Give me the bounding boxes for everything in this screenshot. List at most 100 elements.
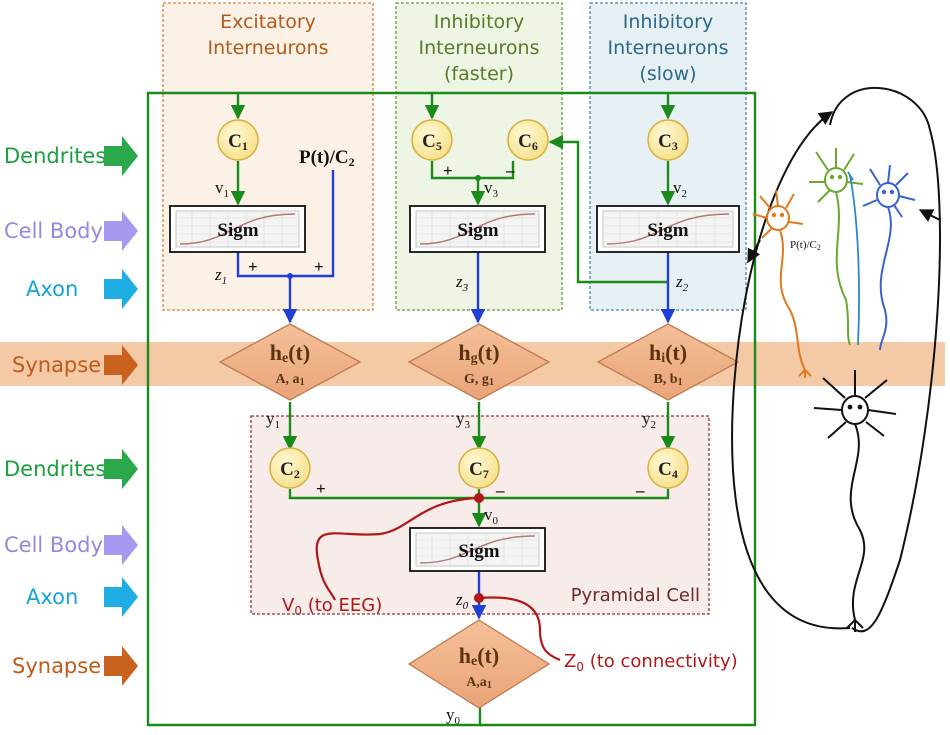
inhibitory-slow-title-2: Interneurons [608,37,729,59]
sign-plus-c5: + [443,161,453,180]
node-c4: C4 [647,447,689,489]
inhibitory-fast-title-3: (faster) [444,63,514,85]
z0-tap-point [474,593,484,603]
left-label-synapse-bottom: Synapse [12,646,138,686]
svg-text:A, a1: A, a1 [275,372,304,388]
v0-eeg-label: V0 (to EEG) [282,595,382,618]
svg-text:A,a1: A,a1 [466,675,492,691]
synapse-diamond-hi: hi(t) B, b1 [596,323,740,401]
svg-text:Dendrites: Dendrites [4,457,106,481]
node-c2: C2 [269,447,311,489]
pyramidal-neuron [813,370,897,632]
var-v1: v1 [215,178,229,200]
svg-text:Sigm: Sigm [647,220,688,241]
var-y1: y1 [266,409,280,431]
sigm-box-inhibitory-fast: Sigm [409,205,546,253]
left-label-cell-body-bottom: Cell Body [4,525,138,565]
svg-text:Cell Body: Cell Body [4,219,103,243]
left-label-axon-bottom: Axon [26,577,138,617]
var-z2: z2 [675,272,689,294]
svg-text:hg(t): hg(t) [458,340,499,366]
svg-text:he(t): he(t) [270,340,310,366]
svg-text:Dendrites: Dendrites [4,144,106,168]
sigm-box-inhibitory-slow: Sigm [596,205,740,253]
left-label-cell-body-top: Cell Body [4,211,138,251]
var-y3: y3 [456,409,471,431]
z0-conn-label: Z0 (to connectivity) [564,651,738,674]
svg-text:C4: C4 [658,459,678,481]
inhibitory-fast-title-1: Inhibitory [434,11,524,33]
var-y0: y0 [446,705,461,727]
var-v2: v2 [673,178,687,200]
inhibitory-slow-title-1: Inhibitory [623,11,713,33]
line-z2-to-c6 [548,134,668,284]
line-c5-merge [430,161,515,180]
left-label-dendrites-top: Dendrites [4,136,138,176]
sign-plus-input: + [314,257,324,276]
svg-text:Synapse: Synapse [12,353,101,377]
sigm-box-pyramidal: Sigm [409,527,546,572]
neuron-feedback-loop-right [851,129,941,633]
svg-text:C5: C5 [422,131,442,153]
inhibitory-slow-title-3: (slow) [639,63,696,85]
inhibitory-fast-title-2: Interneurons [419,37,540,59]
sign-plus-z1: + [248,257,258,276]
feedback-loop-line [146,91,482,727]
svg-text:C1: C1 [228,131,248,153]
neuron-feedback-loop [731,111,851,630]
sum-node-z1 [287,273,293,279]
svg-text:Synapse: Synapse [12,654,101,678]
z0-conn-curve [478,596,561,662]
excitatory-title-2: Interneurons [208,37,329,59]
v0-eeg-curve [315,496,480,601]
neuron-input-label: P(t)/C2 [790,239,821,252]
node-c6: C6 [507,119,549,161]
svg-text:G, g1: G, g1 [464,372,494,388]
var-v3: v3 [484,178,499,200]
input-p-line [290,170,335,278]
sign-minus-c4: – [635,481,645,500]
svg-text:C2: C2 [280,459,300,481]
sigm-box-excitatory: Sigm [169,205,306,253]
node-c1: C1 [217,119,259,161]
input-label: P(t)/C2 [299,147,355,169]
left-label-dendrites-bottom: Dendrites [4,449,138,489]
svg-text:C7: C7 [469,459,489,481]
node-c3: C3 [647,119,689,161]
axon-z1-line [236,252,298,324]
svg-text:Sigm: Sigm [217,220,258,241]
svg-text:Sigm: Sigm [457,220,498,241]
var-v0: v0 [484,505,499,527]
synapse-diamond-he-top: he(t) A, a1 [218,323,362,401]
svg-text:Sigm: Sigm [458,541,499,562]
synapse-diamond-he-bottom: he(t) A,a1 [407,619,551,709]
excitatory-title-1: Excitatory [220,11,316,33]
neuron-illustration: P(t)/C2 [731,87,941,633]
top-distribution-line [238,91,757,727]
svg-text:C6: C6 [518,131,538,153]
node-c5: C5 [411,119,453,161]
svg-text:C3: C3 [658,131,678,153]
sign-plus-c2: + [316,479,326,498]
sign-minus-c7: – [495,481,505,500]
var-y2: y2 [642,409,656,431]
svg-text:B, b1: B, b1 [653,372,682,388]
pyramidal-cell-label: Pyramidal Cell [571,585,700,606]
excitatory-column-box [162,2,374,311]
var-z3: z3 [455,272,469,294]
merge-node-fast [475,175,481,181]
var-z1: z1 [214,265,227,287]
svg-text:Axon: Axon [26,277,78,301]
svg-text:he(t): he(t) [459,643,499,669]
svg-text:hi(t): hi(t) [649,340,687,366]
synapse-diamond-hg: hg(t) G, g1 [407,323,551,401]
sign-minus-c6: – [505,161,515,180]
v0-tap-point [474,493,484,503]
left-label-axon-top: Axon [26,269,138,309]
neuron-feedback-loop-top [829,87,931,131]
green-neuron [809,148,864,346]
orange-neuron [752,189,812,378]
left-label-synapse-top: Synapse [12,345,138,385]
blue-neuron [862,164,916,351]
